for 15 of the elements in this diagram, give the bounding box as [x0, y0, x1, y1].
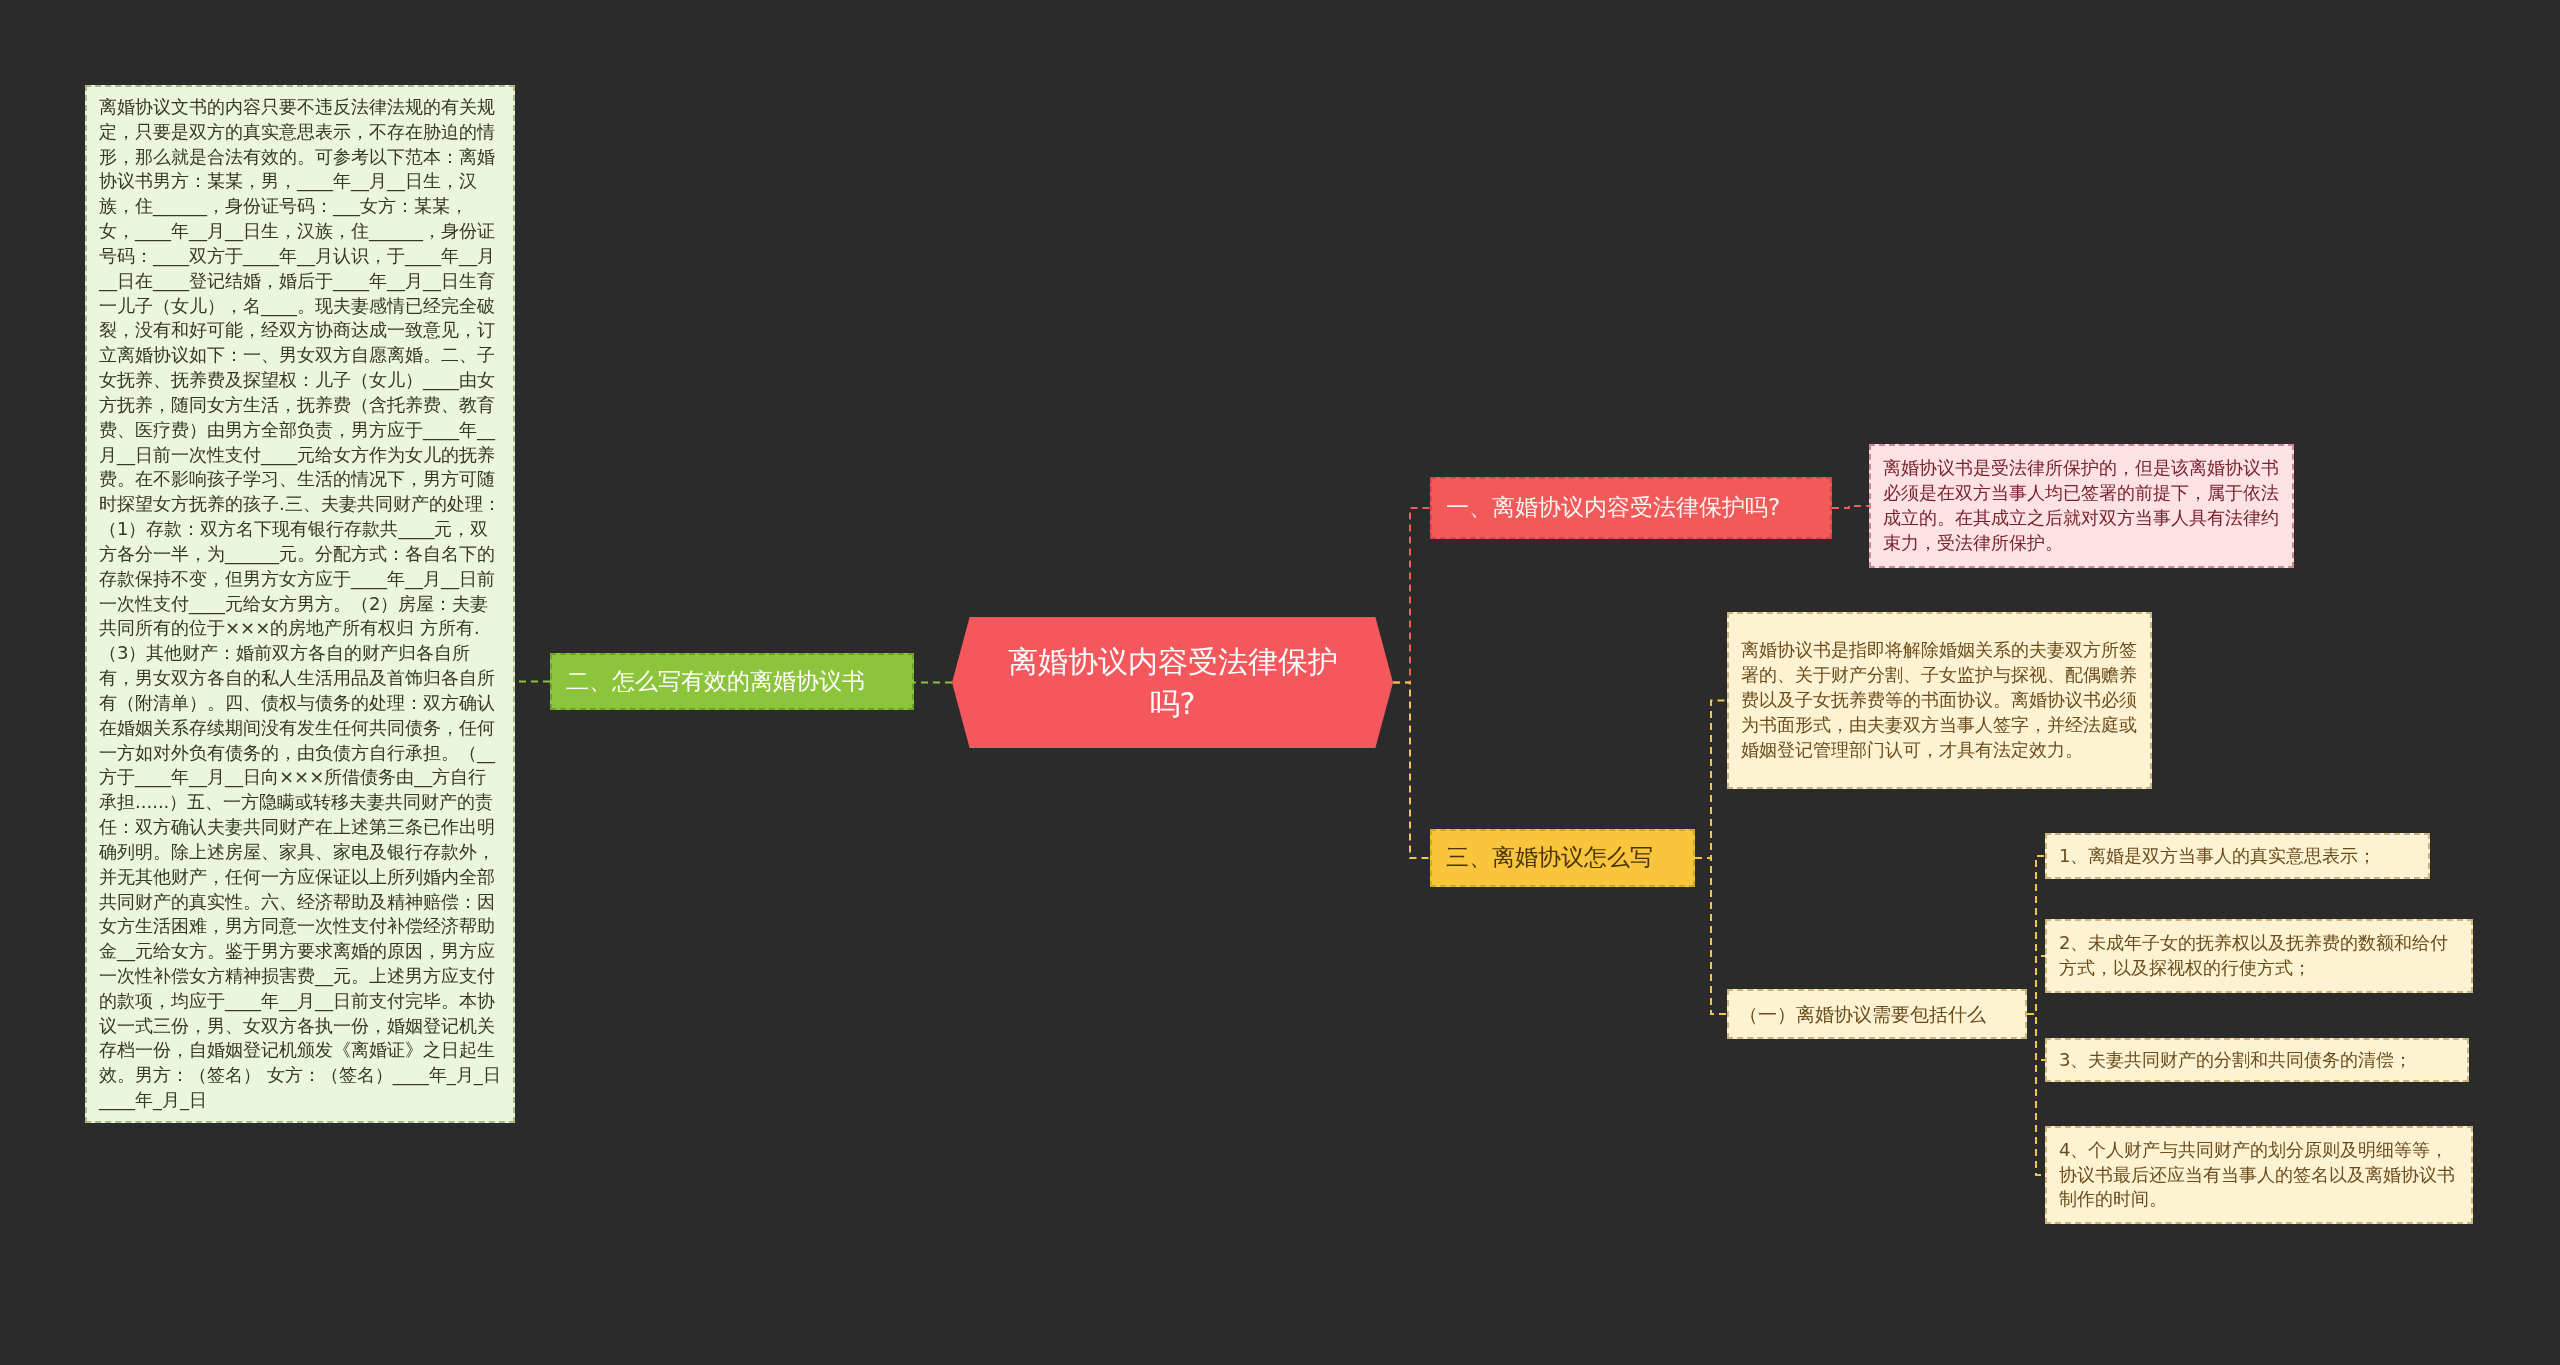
topic-box: 二、怎么写有效的离婚协议书 — [550, 653, 914, 710]
topic-box: 三、离婚协议怎么写 — [1430, 829, 1695, 887]
list-item-box: 2、未成年子女的抚养权以及抚养费的数额和给付方式，以及探视权的行使方式； — [2045, 919, 2473, 993]
note-box: 离婚协议书是指即将解除婚姻关系的夫妻双方所签署的、关于财产分割、子女监护与探视、配偶赡养费以及子女抚养费等的书面协议。离婚协议书必须为书面形式，由夫妻双方当事人签字，并经法庭或婚姻登记管理部门认可，才具有法定效力。 — [1727, 612, 2152, 789]
note-box: 离婚协议书是受法律所保护的，但是该离婚协议书必须是在双方当事人均已签署的前提下，属于依法成立的。在其成立之后就对双方当事人具有法律约束力，受法律所保护。 — [1869, 444, 2294, 568]
list-item-box: 4、个人财产与共同财产的划分原则及明细等等，协议书最后还应当有当事人的签名以及离婚协议书制作的时间。 — [2045, 1126, 2473, 1224]
list-item-box: 3、夫妻共同财产的分割和共同债务的清偿； — [2045, 1038, 2469, 1082]
connector-line — [1392, 681, 1431, 859]
connector-line — [1831, 505, 1870, 509]
connector-line — [913, 681, 953, 684]
topic-box: 一、离婚协议内容受法律保护吗? — [1430, 477, 1832, 539]
note-box: 离婚协议文书的内容只要不违反法律法规的有关规定，只要是双方的真实意思表示，不存在胁迫的情形，那么就是合法有效的。可参考以下范本：离婚协议书男方：某某，男，____年__月__日生，汉族，住______，身份证号码：___女方：某某，女，____年__月__日生，汉族，住______，身份证号码：____双方于____年__月认识，于____年__月__日在____登记结婚，婚后于____年__月__日生育一儿子（女儿），名____。现夫妻感情已经完全破裂，没有和好可能，经双方协商达成一致意见，订立离婚协议如下：一、男女双方自愿离婚。二、子女抚养、抚养费及探望权：儿子（女儿）____由女方抚养，随同女方生活，抚养费（含托养费、教育费、医疗费）由男方全部负责，男方应于____年__月__日前一次性支付____元给女方作为女儿的抚养费。在不影响孩子学习、生活的情况下，男方可随时探望女方抚养的孩子.三、夫妻共同财产的处理：（1）存款：双方名下现有银行存款共____元，双方各分一半，为______元。分配方式：各自名下的存款保持不变，但男方女方应于____年__月__日前一次性支付____元给女方男方。（2）房屋：夫妻共同所有的位于×××的房地产所有权归 方所有.（3）其他财产：婚前双方各自的财产归各自所有，男女双方各自的私人生活用品及首饰归各自所有（附清单）。四、债权与债务的处理：双方确认在婚姻关系存续期间没有发生任何共同债务，任何一方如对外负有债务的，由负债方自行承担。（__方于____年__月__日向×××所借债务由__方自行承担......）五、一方隐瞒或转移夫妻共同财产的责任：双方确认夫妻共同财产在上述第三条已作出明确列明。除上述房屋、家具、家电及银行存款外，并无其他财产，任何一方应保证以上所列婚内全部共同财产的真实性。六、经济帮助及精神赔偿：因女方生活困难，男方同意一次性支付补偿经济帮助金__元给女方。鉴于男方要求离婚的原因，男方应一次性补偿女方精神损害费__元。上述男方应支付的款项，均应于____年__月__日前支付完毕。本协议一式三份，男、女双方各执一份，婚姻登记机关存档一份，自婚姻登记机颁发《离婚证》之日起生效。男方：（签名） 女方：（签名）____年_月_日 ____年_月_日 — [85, 85, 515, 1123]
subtopic-box: （一）离婚协议需要包括什么 — [1727, 989, 2027, 1039]
list-item-box: 1、离婚是双方当事人的真实意思表示； — [2045, 833, 2430, 879]
connector-line — [1694, 857, 1728, 1015]
